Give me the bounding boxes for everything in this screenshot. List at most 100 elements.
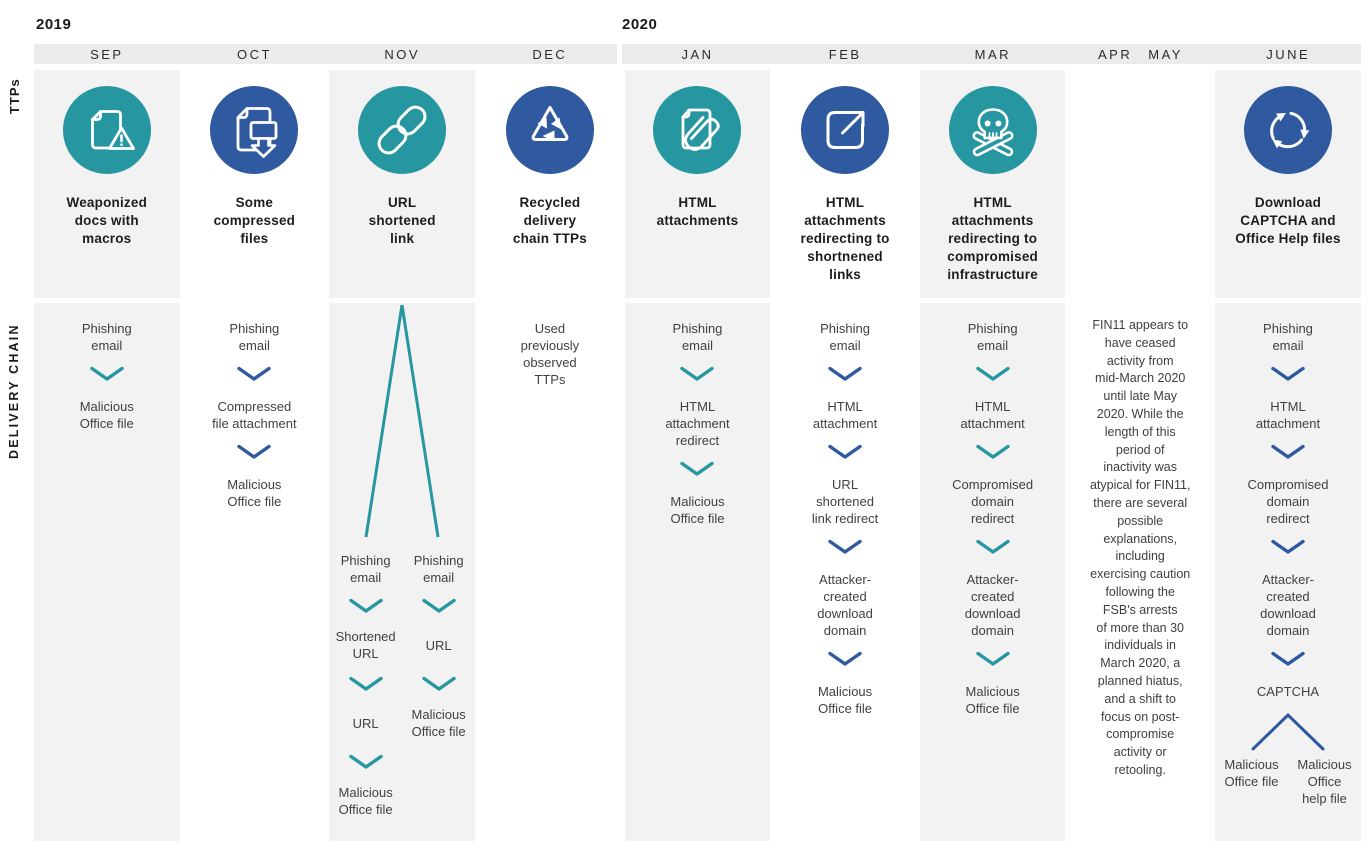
chevron-down-icon bbox=[348, 676, 383, 691]
chevron-down-icon bbox=[1271, 366, 1305, 381]
chain-step-label: Attacker- created download domain bbox=[1260, 572, 1316, 638]
chevron-down-icon bbox=[348, 754, 383, 769]
chevron-down-icon bbox=[90, 366, 124, 381]
blue-icon-circle bbox=[801, 86, 890, 174]
blue-icon-circle bbox=[1243, 86, 1332, 174]
month-cell-mar: MAR bbox=[920, 44, 1066, 64]
chain-step-label: URL bbox=[352, 715, 379, 731]
year-label-2020: 2020 bbox=[622, 16, 658, 33]
ttp-label: HTML attachments redirecting to shortnen… bbox=[800, 195, 890, 282]
chain-step-label: Phishing email bbox=[340, 553, 391, 585]
month-cell-feb: FEB bbox=[772, 44, 918, 64]
ttp-cell-june: Download CAPTCHA and Office Help files bbox=[1214, 70, 1361, 298]
chevron-down-icon bbox=[237, 444, 272, 459]
chain-step-label: Phishing email bbox=[967, 321, 1018, 353]
year-divider bbox=[617, 44, 622, 64]
chain-step-label: Malicious Office file bbox=[227, 477, 282, 509]
weaponized-document-icon bbox=[90, 110, 135, 150]
delivery-cell-dec: Used previously observed TTPs bbox=[477, 303, 623, 841]
chain-step-label: Malicious Office help file bbox=[1297, 757, 1352, 806]
timeline-column-mar: HTML attachments redirecting to compromi… bbox=[919, 70, 1066, 841]
ttp-cell-jan: HTML attachments bbox=[624, 70, 771, 298]
chain-step-label: Phishing email bbox=[413, 553, 464, 585]
chain-step-label: Malicious Office file bbox=[670, 494, 725, 526]
chevron-down-icon bbox=[975, 651, 1010, 666]
chain-step-label: Phishing email bbox=[820, 321, 870, 353]
chain-step-label: Malicious Office file bbox=[411, 707, 466, 739]
ttp-label: HTML attachments bbox=[656, 195, 739, 228]
chevron-down-icon bbox=[348, 598, 383, 613]
ttp-label: Some compressed files bbox=[213, 195, 296, 246]
chevron-down-icon bbox=[975, 444, 1010, 459]
ttp-cell-apr-may bbox=[1067, 70, 1213, 298]
skull-crossbones-icon bbox=[972, 108, 1014, 157]
fork-merge-line bbox=[1251, 713, 1325, 751]
month-label-oct: OCT bbox=[237, 46, 272, 62]
teal-icon-circle bbox=[62, 86, 151, 174]
inactivity-note: FIN11 appears to have ceased activity fr… bbox=[1089, 318, 1191, 777]
teal-icon-circle bbox=[653, 86, 742, 174]
chevron-down-icon bbox=[828, 444, 862, 459]
ttp-label: Download CAPTCHA and Office Help files bbox=[1235, 195, 1341, 246]
ttp-cell-oct: Some compressed files bbox=[182, 70, 328, 298]
recycle-arrows-icon bbox=[531, 106, 569, 142]
chain-step-label: Attacker- created download domain bbox=[817, 572, 873, 638]
month-label-june: JUNE bbox=[1266, 46, 1311, 62]
chain-step-label: HTML attachment bbox=[1255, 399, 1321, 431]
month-label-sep: SEP bbox=[90, 46, 124, 62]
chevron-down-icon bbox=[828, 366, 862, 381]
month-cell-jan: JAN bbox=[625, 44, 771, 64]
chain-step-label: Malicious Office file bbox=[965, 684, 1020, 716]
chain-step-label: HTML attachment redirect bbox=[665, 399, 730, 448]
chain-step-label: Phishing email bbox=[81, 321, 132, 353]
chain-step-label: Compromised domain redirect bbox=[1247, 477, 1329, 526]
chain-step-label: URL shortened link redirect bbox=[811, 477, 879, 526]
month-cell-sep: SEP bbox=[34, 44, 180, 64]
chevron-down-icon bbox=[975, 539, 1010, 554]
ttp-label: Recycled delivery chain TTPs bbox=[512, 195, 587, 246]
chevron-down-icon bbox=[237, 366, 272, 381]
chain-step-label: Compressed file attachment bbox=[212, 399, 297, 431]
month-cell-june: JUNE bbox=[1215, 44, 1361, 64]
month-cell-nov: NOV bbox=[329, 44, 475, 64]
timeline-column-apr-may: FIN11 appears to have ceased activity fr… bbox=[1067, 70, 1213, 841]
delivery-note: Used previously observed TTPs bbox=[520, 321, 580, 387]
chevron-down-icon bbox=[1271, 651, 1305, 666]
month-cell-dec: DEC bbox=[477, 44, 623, 64]
year-label-2019: 2019 bbox=[36, 16, 72, 33]
chevron-down-icon bbox=[828, 539, 862, 554]
chevron-down-icon bbox=[680, 366, 715, 381]
month-label-nov: NOV bbox=[384, 46, 420, 62]
month-label-jan: JAN bbox=[681, 46, 714, 62]
ttp-cell-dec: Recycled delivery chain TTPs bbox=[477, 70, 623, 298]
circular-arrows-icon bbox=[1270, 111, 1310, 149]
ttp-cell-mar: HTML attachments redirecting to compromi… bbox=[919, 70, 1066, 298]
chain-step-label: Malicious Office file bbox=[338, 785, 393, 817]
chain-step-label: Phishing email bbox=[672, 321, 723, 353]
chain-step-label: Shortened URL bbox=[335, 629, 396, 661]
chevron-down-icon bbox=[421, 676, 456, 691]
chain-step-label: Compromised domain redirect bbox=[952, 477, 1034, 526]
teal-icon-circle bbox=[358, 86, 447, 174]
side-label-delivery-chain: DELIVERY CHAIN bbox=[7, 323, 21, 459]
chevron-down-icon bbox=[421, 598, 456, 613]
month-label-feb: FEB bbox=[828, 46, 862, 62]
